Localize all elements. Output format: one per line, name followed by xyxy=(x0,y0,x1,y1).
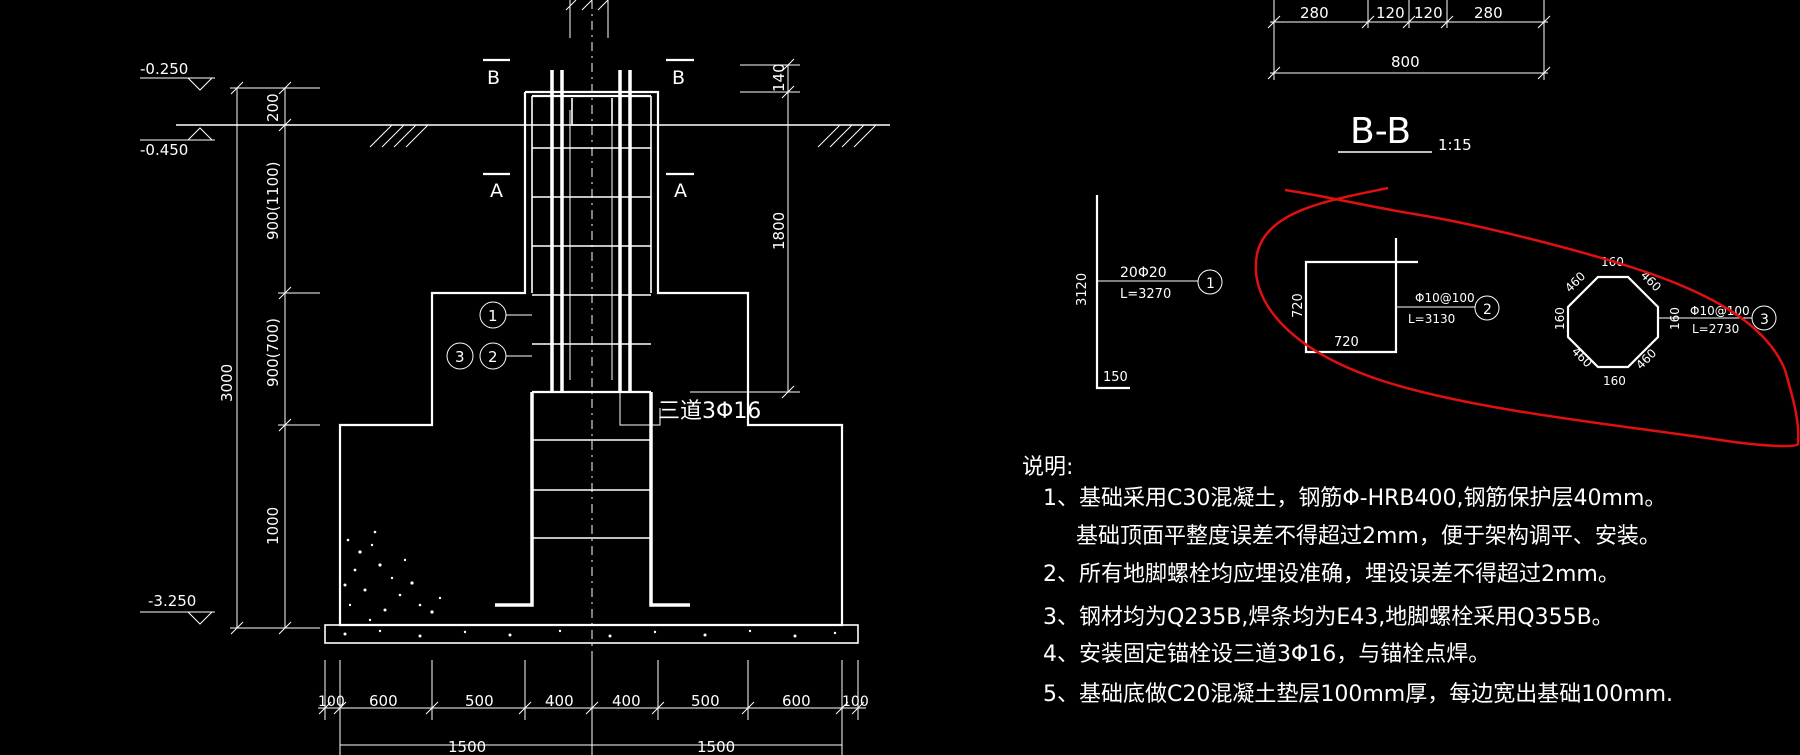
bar1-length: L=3270 xyxy=(1120,287,1171,302)
callout-3: 3 xyxy=(446,342,474,370)
svg-text:3: 3 xyxy=(1760,312,1769,328)
concrete-bedding xyxy=(324,624,859,644)
bdim-4: 400 xyxy=(612,692,641,710)
bar1-hook: 150 xyxy=(1103,370,1128,385)
bdim-2: 500 xyxy=(465,692,494,710)
section-a-right: A xyxy=(674,180,687,202)
level-bottom-label: -3.250 xyxy=(148,592,196,610)
bar3-spec: Φ10@100 xyxy=(1690,304,1750,318)
svg-text:1: 1 xyxy=(488,307,498,325)
section-a-left: A xyxy=(490,180,503,202)
bdim-total-left: 1500 xyxy=(448,738,486,755)
bar3-right: 160 xyxy=(1668,307,1682,330)
section-bb: 280 120 120 280 800 B-B 1:15 xyxy=(1267,0,1551,154)
callout-2: 2 xyxy=(479,342,532,370)
stirrups xyxy=(532,147,651,539)
right-dimension-chain: 140 1800 xyxy=(690,58,800,399)
section-marks: B B A A xyxy=(483,58,694,202)
rebar-detail-2: 2 720 720 Φ10@100 L=3130 xyxy=(1291,238,1500,354)
bar2-spec: Φ10@100 xyxy=(1415,291,1475,305)
bb-dim-3: 280 xyxy=(1474,4,1503,22)
bb-width: 800 xyxy=(1391,53,1420,71)
note-line-4: 4、安装固定锚栓设三道3Φ16，与锚栓点焊。 xyxy=(1043,642,1490,667)
bb-dim-2: 120 xyxy=(1414,4,1443,22)
dim-200: 200 xyxy=(264,93,282,122)
level-marker-ground: -0.450 xyxy=(140,127,215,159)
note-line-1: 1、基础采用C30混凝土，钢筋Φ-HRB400,钢筋保护层40mm。 xyxy=(1043,486,1666,511)
bar2-length: L=3130 xyxy=(1408,312,1455,326)
rebar-detail-3: 3 160 160 160 160 460 460 460 460 Φ10@10… xyxy=(1553,255,1777,388)
ground-hatch-right xyxy=(817,124,877,148)
level-marker-top: -0.250 xyxy=(140,60,215,91)
concrete-hatch-patch xyxy=(343,530,442,622)
dim-140: 140 xyxy=(770,63,788,92)
bb-title: B-B xyxy=(1350,111,1411,152)
rebar-leader xyxy=(619,392,661,426)
bar3-d4: 460 xyxy=(1633,346,1659,372)
note-line-3: 3、钢材均为Q235B,焊条均为E43,地脚螺栓采用Q355B。 xyxy=(1043,605,1614,630)
section-b-left: B xyxy=(487,67,500,89)
svg-text:1: 1 xyxy=(1206,276,1215,292)
bb-dim-1: 120 xyxy=(1376,4,1405,22)
bdim-0: 100 xyxy=(318,694,345,710)
svg-text:2: 2 xyxy=(488,348,498,366)
note-line-1b: 基础顶面平整度误差不得超过2mm，便于架构调平、安装。 xyxy=(1076,524,1661,549)
bar2-h: 720 xyxy=(1291,293,1306,318)
design-notes: 说明: 1、基础采用C30混凝土，钢筋Φ-HRB400,钢筋保护层40mm。 基… xyxy=(1022,455,1673,707)
level-ground-label: -0.450 xyxy=(140,141,188,159)
bar3-length: L=2730 xyxy=(1692,322,1739,336)
bar1-spec: 20Φ20 xyxy=(1120,265,1167,281)
foundation-outline xyxy=(338,90,844,627)
bdim-7: 100 xyxy=(842,694,869,710)
level-top-label: -0.250 xyxy=(140,60,188,78)
bar3-bottom: 160 xyxy=(1603,374,1626,388)
notes-heading: 说明: xyxy=(1022,455,1073,480)
bdim-5: 500 xyxy=(691,692,720,710)
bedding-hatch xyxy=(343,629,837,638)
section-b-right: B xyxy=(672,67,685,89)
inner-bars xyxy=(569,110,613,380)
callout-1: 1 xyxy=(479,301,532,329)
bar1-height: 3120 xyxy=(1075,273,1090,306)
left-dimension-chain: 200 900(1100) 900(700) 1000 3000 xyxy=(218,81,320,635)
bdim-total-right: 1500 xyxy=(697,738,735,755)
dim-900-700: 900(700) xyxy=(264,318,282,387)
anchor-rebar-label: 三道3Φ16 xyxy=(658,399,761,424)
bdim-1: 600 xyxy=(369,692,398,710)
bottom-dimension-chain: 100 600 500 400 400 500 600 100 1500 150… xyxy=(318,660,869,755)
svg-text:3: 3 xyxy=(455,348,465,366)
dim-900-1100: 900(1100) xyxy=(264,161,282,240)
dim-1800: 1800 xyxy=(770,212,788,250)
bar3-d3: 460 xyxy=(1569,344,1595,370)
foundation-elevation: -0.250 -0.450 -3.250 B B A A xyxy=(140,0,890,755)
bar2-w: 720 xyxy=(1334,335,1359,350)
anchor-bolts xyxy=(550,70,632,392)
bb-scale: 1:15 xyxy=(1438,136,1472,154)
note-line-5: 5、基础底做C20混凝土垫层100mm厚，每边宽出基础100mm. xyxy=(1043,682,1673,707)
rebar-detail-1: 1 3120 20Φ20 L=3270 150 xyxy=(1075,195,1223,390)
red-markup-ellipse xyxy=(1254,186,1800,448)
note-line-2: 2、所有地脚螺栓均应埋设准确，埋设误差不得超过2mm。 xyxy=(1043,562,1620,587)
dim-1000: 1000 xyxy=(264,507,282,545)
dim-3000: 3000 xyxy=(218,364,236,402)
ground-hatch-left xyxy=(369,124,429,148)
column-break-marks xyxy=(565,0,609,38)
rebar-cage xyxy=(495,390,690,607)
bb-dim-0: 280 xyxy=(1300,4,1329,22)
bdim-6: 600 xyxy=(782,692,811,710)
bdim-3: 400 xyxy=(545,692,574,710)
level-marker-bottom: -3.250 xyxy=(140,592,215,625)
svg-text:2: 2 xyxy=(1483,302,1492,318)
bar3-left: 160 xyxy=(1553,307,1567,330)
